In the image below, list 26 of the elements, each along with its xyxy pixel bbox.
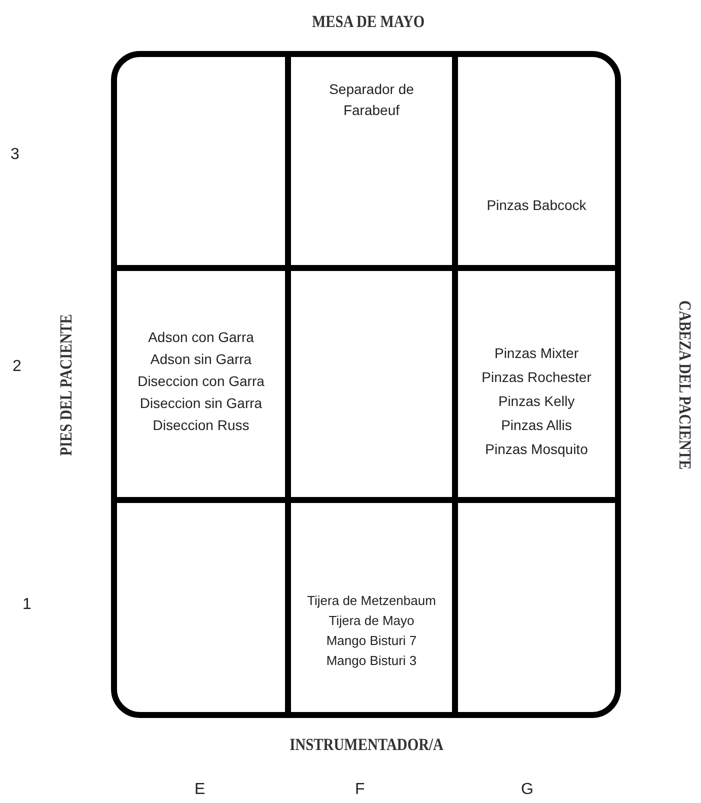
- instrument-name: Pinzas Mosquito: [485, 440, 588, 459]
- side-label: INSTRUMENTADOR/A: [289, 735, 443, 755]
- instrument-name: Pinzas Babcock: [486, 196, 588, 215]
- side-label: CABEZA DEL PACIENTE: [674, 300, 694, 470]
- row-number: 3: [10, 146, 20, 164]
- instrument-name: Adson sin Garra: [150, 350, 252, 369]
- instrument-name: Tijera de Metzenbaum: [307, 592, 436, 610]
- column-letter: G: [521, 781, 534, 799]
- instrument-name: Diseccion con Garra: [138, 372, 264, 391]
- instrument-name: Separador de Farabeuf: [328, 80, 415, 120]
- side-label: PIES DEL PACIENTE: [56, 314, 76, 456]
- instrument-name: Diseccion sin Garra: [140, 394, 262, 413]
- row-number: 2: [12, 358, 22, 376]
- column-letter: E: [194, 781, 206, 799]
- instrument-name: Pinzas Rochester: [482, 368, 592, 387]
- instrument-name: Tijera de Mayo: [328, 612, 414, 630]
- row-number: 1: [22, 596, 32, 614]
- instrument-name: Mango Bisturi 7: [326, 632, 417, 650]
- column-letter: F: [355, 781, 365, 799]
- instrument-name: Diseccion Russ: [152, 416, 250, 435]
- instrument-name: Pinzas Kelly: [498, 392, 575, 411]
- instrument-name: Adson con Garra: [148, 328, 254, 347]
- instrument-name: Pinzas Mixter: [494, 344, 579, 363]
- instrument-name: Pinzas Allis: [501, 416, 572, 435]
- heading-label: MESA DE MAYO: [311, 12, 424, 32]
- instrument-name: Mango Bisturi 3: [326, 652, 417, 670]
